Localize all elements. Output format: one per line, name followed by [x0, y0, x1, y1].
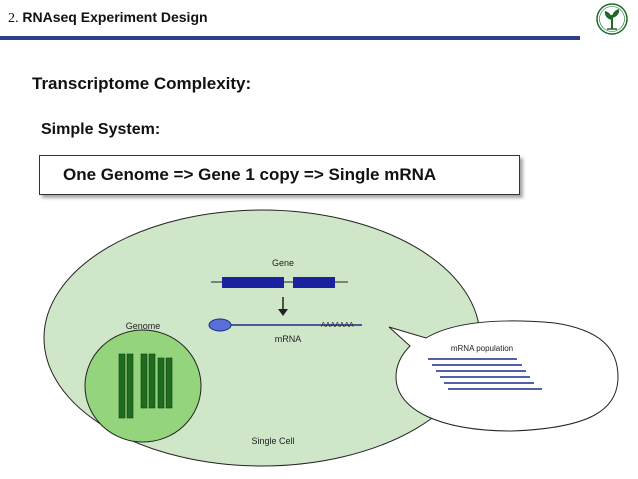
chromosomes [118, 353, 173, 419]
chromosome [126, 353, 134, 419]
mrna-population [428, 358, 542, 390]
chromosome [118, 353, 126, 419]
mrna-label: mRNA [275, 334, 302, 344]
chromosome [148, 353, 156, 409]
exon-1 [222, 277, 284, 288]
gene-label: Gene [272, 258, 294, 268]
plant-seedling-icon [596, 3, 628, 35]
genome-label: Genome [126, 321, 161, 331]
section-title: Transcriptome Complexity: [32, 74, 252, 93]
statement-box: One Genome => Gene 1 copy => Single mRNA [39, 155, 520, 195]
statement-text: One Genome => Gene 1 copy => Single mRNA [63, 165, 437, 184]
population-bubble [388, 320, 619, 432]
cell-label: Single Cell [251, 436, 294, 446]
header-title: 2. RNAseq Experiment Design [8, 9, 208, 27]
exon-2 [293, 277, 335, 288]
section-number: 2. [8, 11, 19, 26]
header-rule [0, 36, 580, 40]
chromosome [165, 357, 173, 409]
mrna-cap [208, 318, 232, 332]
slide-title: RNAseq Experiment Design [22, 9, 208, 25]
population-label: mRNA population [451, 344, 513, 353]
chromosome [157, 357, 165, 409]
chromosome [140, 353, 148, 409]
polya-tail: AAAAAAA [321, 322, 354, 329]
arrow-head-icon [278, 309, 288, 316]
sub-title: Simple System: [41, 121, 161, 138]
